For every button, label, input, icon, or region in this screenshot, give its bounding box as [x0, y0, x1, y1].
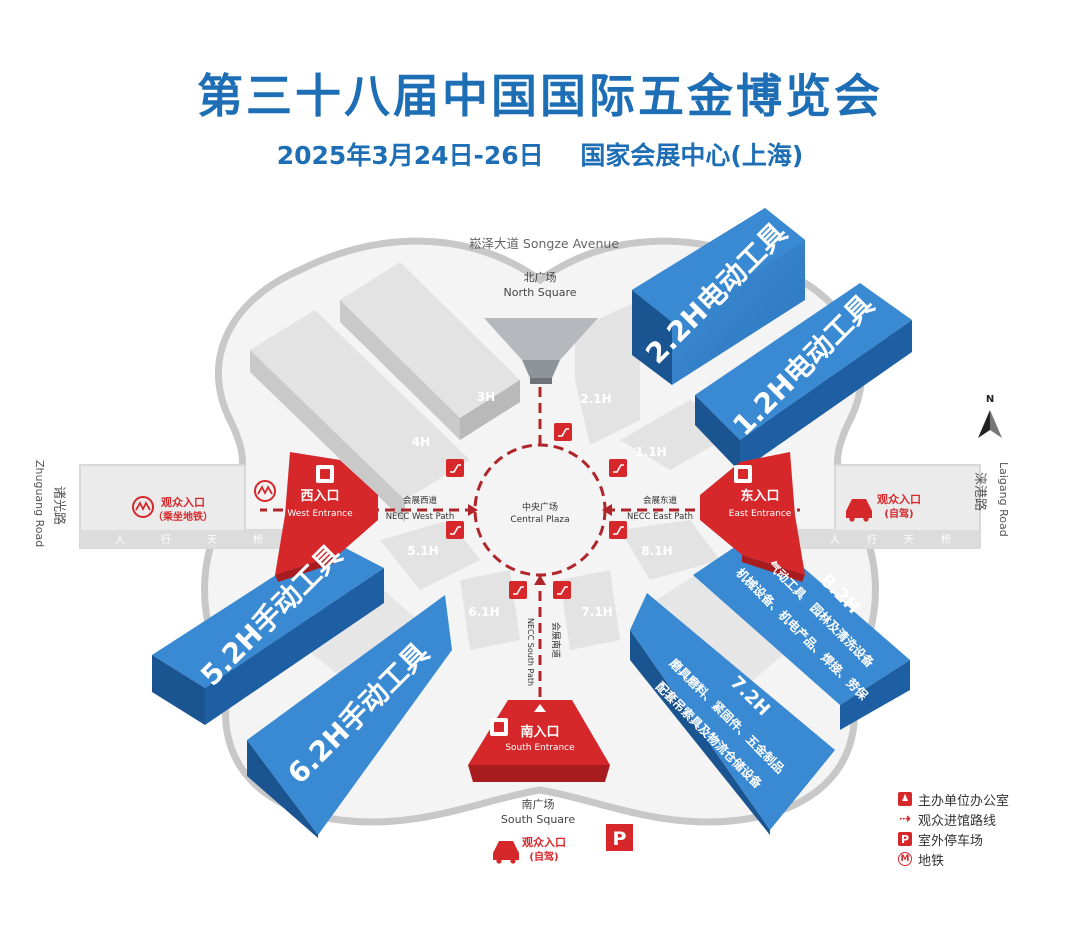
escalator-icon	[450, 526, 461, 535]
hall-2-1h-label: 2.1H	[580, 392, 611, 406]
east-entrance-cn: 东入口	[740, 488, 779, 504]
visitor-entrance-east: 观众入口	[877, 492, 921, 506]
bridge-char: 人	[115, 534, 125, 546]
south-entrance[interactable]	[468, 700, 610, 782]
central-plaza-cn: 中央广场	[522, 501, 558, 513]
road-zhuguang-en: Zhuguang Road	[33, 460, 46, 547]
legend-item: M 地铁	[898, 849, 1009, 869]
legend-label: 室外停车场	[918, 833, 984, 849]
legend-item: P 室外停车场	[898, 829, 1009, 849]
escalator-icon	[450, 464, 461, 473]
hall-1-1h-label: 1.1H	[635, 445, 666, 459]
organizer-office-icon: ♟	[898, 792, 912, 806]
east-path-en: NECC East Path	[627, 512, 693, 522]
visitor-entrance-east-drive: (自驾)	[884, 507, 913, 520]
organizer-office-icon[interactable]	[553, 581, 571, 599]
west-entrance-cn: 西入口	[300, 489, 339, 504]
bridge-char: 行	[161, 533, 171, 546]
south-entrance-en: South Entrance	[505, 743, 575, 753]
organizer-office-icon[interactable]	[509, 581, 527, 599]
parking-icon: P	[898, 832, 912, 846]
organizer-office-icon[interactable]	[446, 521, 464, 539]
west-entrance-en: West Entrance	[287, 509, 353, 519]
hall-6-1h-label: 6.1H	[468, 605, 499, 619]
east-entrance-en: East Entrance	[729, 509, 792, 519]
map-legend: ♟ 主办单位办公室 ⇢ 观众进馆路线 P 室外停车场 M 地铁	[898, 789, 1009, 869]
west-entrance[interactable]	[275, 452, 378, 582]
north-square-label-en: North Square	[504, 286, 577, 299]
hall-2-2	[632, 208, 805, 385]
organizer-office-icon[interactable]	[609, 521, 627, 539]
hall-7-2	[630, 593, 835, 835]
west-path-cn: 会展西道	[403, 495, 438, 506]
organizer-office-icon[interactable]	[554, 423, 572, 441]
event-venue: 国家会展中心(上海)	[580, 141, 804, 170]
north-square-building	[484, 318, 598, 384]
bridge-char: 天	[904, 535, 914, 546]
hall-4h-label: 4H	[412, 435, 430, 449]
legend-label: 地铁	[918, 853, 945, 869]
south-square-cn: 南广场	[522, 797, 555, 811]
south-entrance-cn: 南入口	[520, 724, 559, 740]
legend-item: ♟ 主办单位办公室	[898, 789, 1009, 809]
legend-item: ⇢ 观众进馆路线	[898, 809, 1009, 829]
hall-5-2	[152, 540, 384, 725]
bridge-char: 人	[830, 534, 840, 546]
east-entrance[interactable]	[700, 452, 805, 582]
escalator-icon	[613, 464, 624, 473]
bridge-char: 桥	[253, 534, 263, 546]
svg-text:P: P	[613, 828, 627, 850]
visitor-entrance-west: 观众入口	[161, 495, 205, 509]
car-icon	[493, 499, 872, 864]
legend-label: 观众进馆路线	[918, 813, 997, 829]
central-plaza-en: Central Plaza	[510, 515, 569, 525]
bridge-char: 桥	[941, 534, 951, 546]
organizer-office-icon[interactable]	[446, 459, 464, 477]
organizer-office-icon[interactable]	[609, 459, 627, 477]
road-songze: 崧泽大道 Songze Avenue	[469, 236, 619, 251]
page-subtitle: 2025年3月24日-26日 国家会展中心(上海)	[0, 136, 1080, 172]
hall-1-2	[695, 283, 912, 472]
metro-icon: M	[898, 852, 912, 866]
west-path-en: NECC West Path	[386, 512, 455, 522]
road-laigang-en: Laigang Road	[997, 462, 1010, 537]
escalator-icon	[513, 586, 524, 595]
visitor-entrance-west-metro: （乘坐地铁）	[153, 510, 213, 523]
hall-3h-label: 3H	[477, 390, 495, 404]
hall-7-1h-label: 7.1H	[581, 605, 612, 619]
hall-6-2	[247, 595, 452, 838]
north-arrow-icon	[978, 410, 1002, 438]
south-square-en: South Square	[501, 813, 575, 826]
event-date: 2025年3月24日-26日	[276, 141, 544, 170]
bridge-char: 行	[867, 533, 877, 546]
escalator-icon	[557, 586, 568, 595]
escalator-icon	[558, 428, 569, 437]
escalator-icon	[613, 526, 624, 535]
route-arrows	[468, 504, 612, 585]
north-square-label-cn: 北广场	[524, 270, 557, 284]
metro-icon	[132, 480, 276, 518]
visitor-entrance-south-drive: (自驾)	[529, 850, 558, 863]
north-label: N	[986, 394, 994, 405]
page-title: 第三十八届中国国际五金博览会	[197, 69, 883, 123]
road-laigang-cn: 涞港路	[972, 472, 988, 511]
south-path-cn: 会展南道	[550, 622, 562, 658]
hall-8-1h-label: 8.1H	[641, 544, 672, 558]
visitor-entrance-south: 观众入口	[522, 835, 566, 849]
hall-8-2	[693, 530, 910, 730]
visitor-route-icon: ⇢	[899, 811, 911, 827]
parking-icon: P	[606, 824, 633, 851]
east-bridge: 人行天桥	[779, 464, 981, 549]
road-zhuguang-cn: 诸光路	[51, 486, 67, 525]
bridge-char: 天	[207, 535, 217, 546]
hall-5-1h-label: 5.1H	[407, 544, 438, 558]
legend-label: 主办单位办公室	[918, 793, 1010, 809]
south-path-en: NECC South Path	[526, 618, 535, 686]
east-path-cn: 会展东道	[643, 495, 678, 506]
